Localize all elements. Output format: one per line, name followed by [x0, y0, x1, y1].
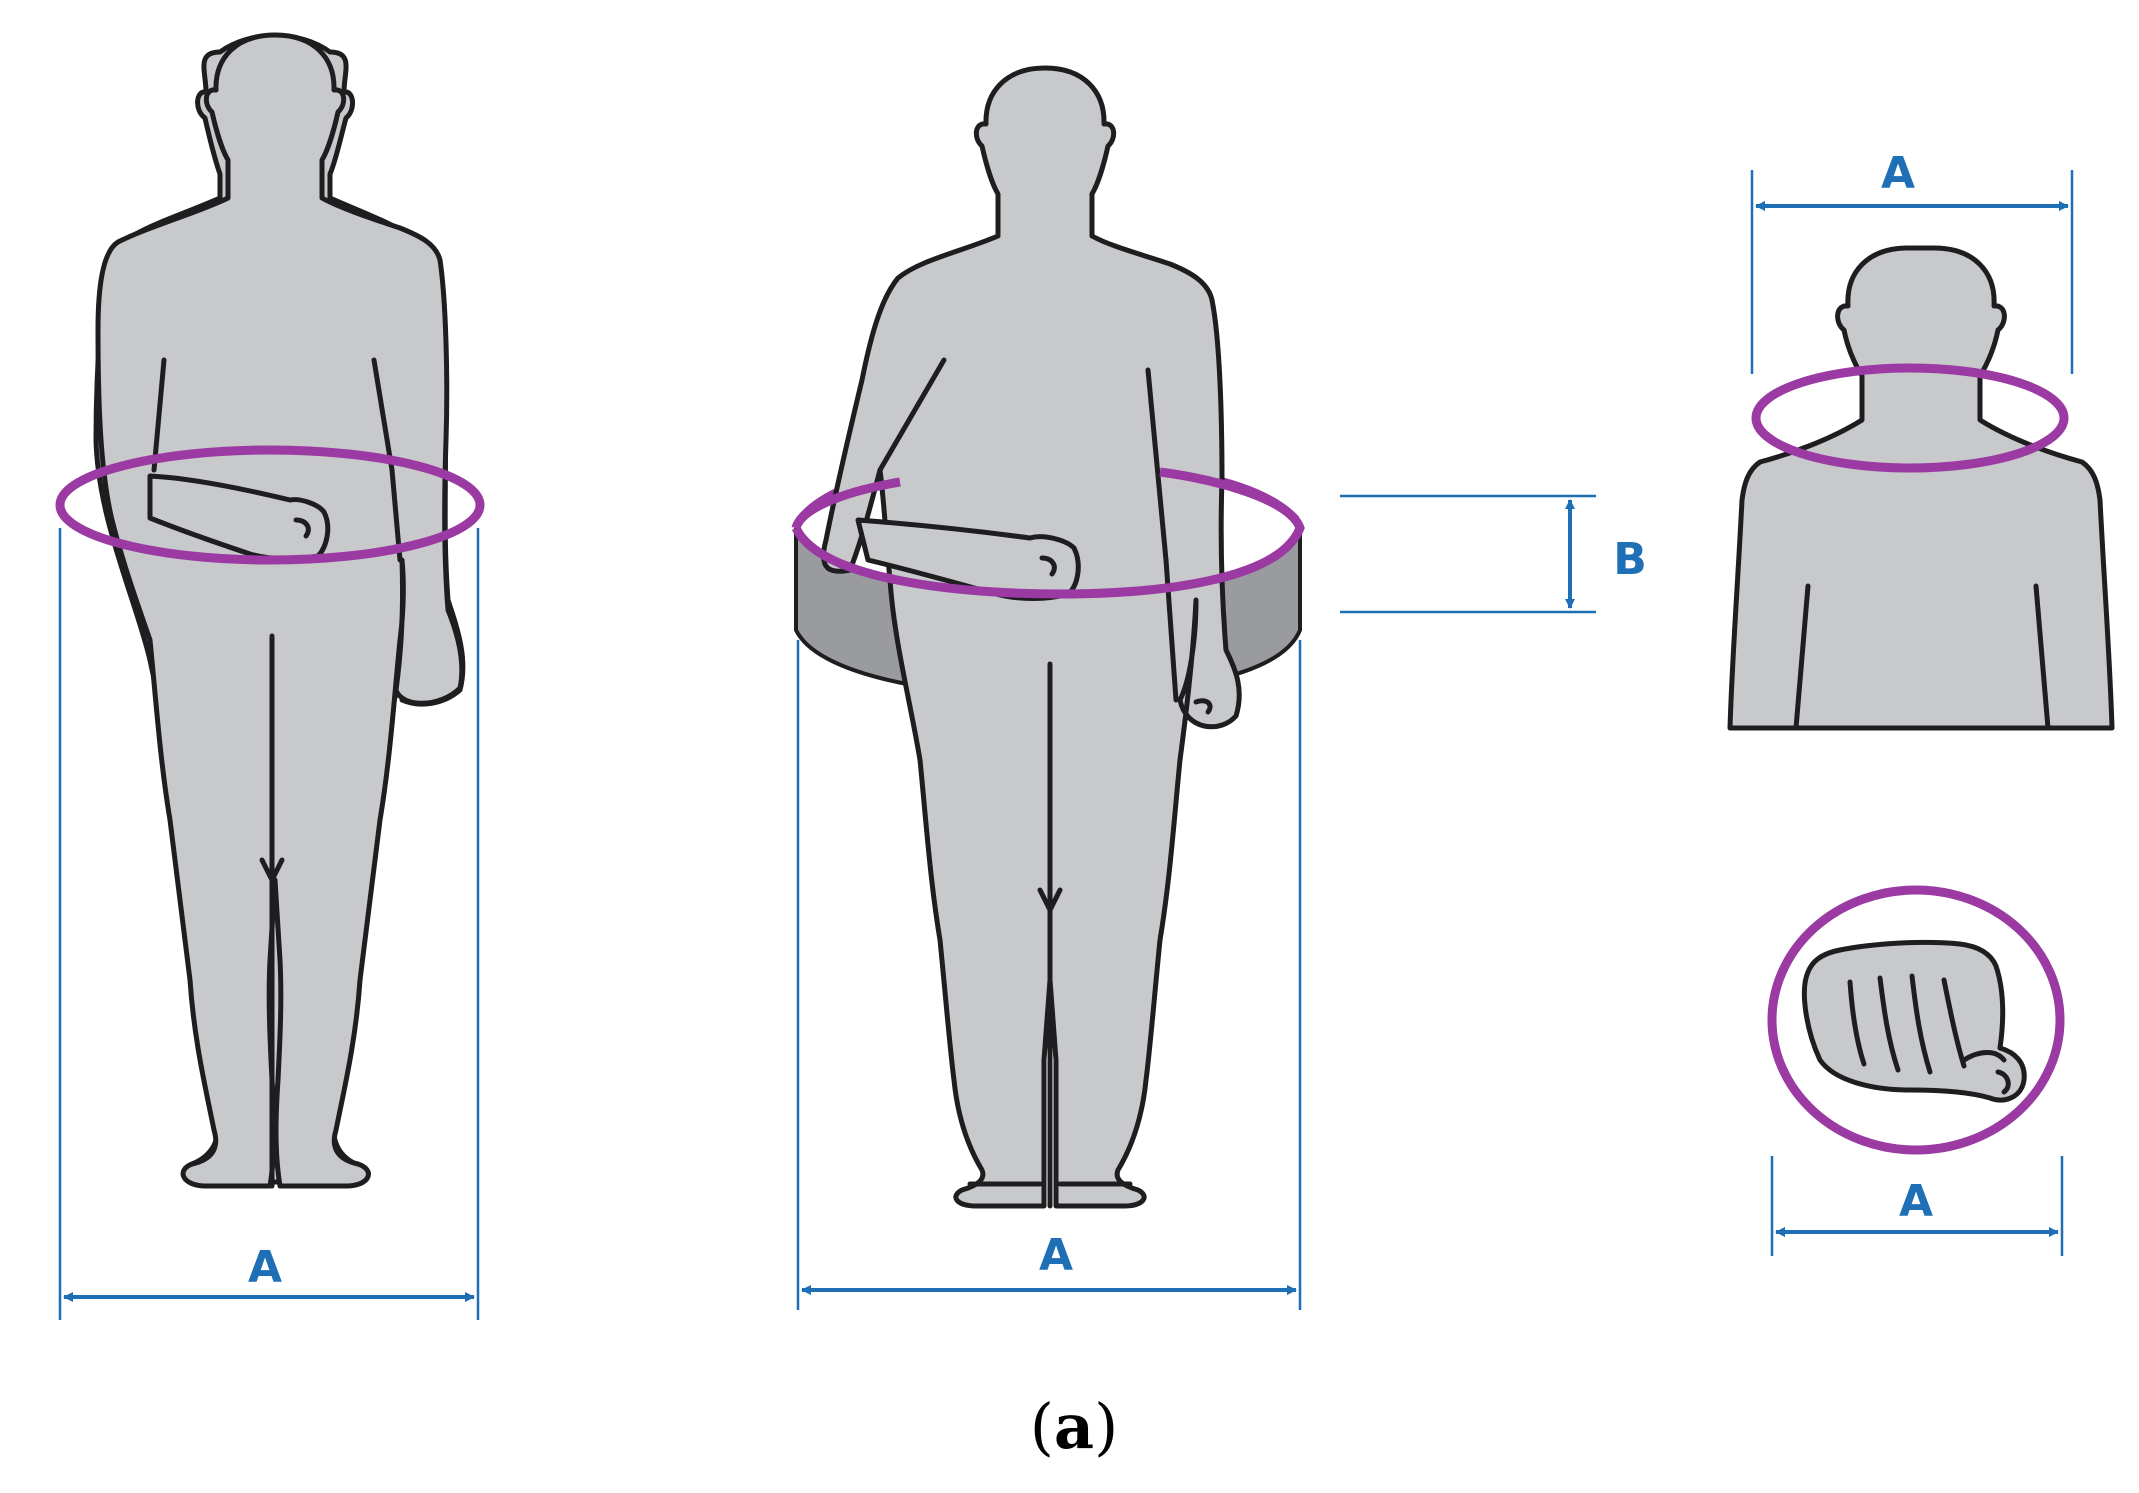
- fist-shape: [1801, 939, 2027, 1103]
- knee-detail: [259, 857, 285, 883]
- neck-dim-label-a: A: [1881, 148, 1915, 199]
- arm-inner-right-2: [1145, 367, 1179, 703]
- fist-detail-2: [1039, 555, 1057, 577]
- fist-measurement-ring: [1767, 885, 2065, 1155]
- left-arm-inner-line: [151, 357, 167, 473]
- upper-arm-line-right: [2033, 583, 2051, 731]
- hand-detail-2: [1193, 698, 1213, 715]
- body-silhouette-2: [821, 65, 1242, 1209]
- dim-label-a: A: [248, 1242, 282, 1293]
- forearm-across-body: [147, 473, 331, 562]
- fist-thumbnail: [1995, 1069, 2011, 1095]
- knee-detail-2: [1037, 887, 1063, 913]
- upper-body-silhouette: [1727, 245, 2115, 731]
- arm-inner-left-2: [877, 357, 947, 473]
- fist-finger-line-4: [1941, 977, 1967, 1069]
- fist-dim-label-a: A: [1899, 1176, 1933, 1227]
- fist-detail: [293, 517, 311, 539]
- caption-open-paren: (: [1030, 1390, 1054, 1463]
- upper-arm-line-left: [1793, 583, 1811, 731]
- fist-finger-line-2: [1877, 975, 1901, 1073]
- forearm-across-body-2: [855, 517, 1081, 601]
- body-silhouette-main: [95, 32, 465, 1189]
- fist-finger-line-3: [1909, 973, 1933, 1075]
- figure-full-body-waist: A: [55, 32, 485, 1320]
- figure-full-body-band: A B: [791, 65, 1647, 1310]
- figure-fist: A: [1767, 885, 2065, 1256]
- fist-thumb-line: [1961, 1050, 2007, 1063]
- caption-close-paren: ): [1094, 1390, 1118, 1463]
- band-ring-front-left: [791, 477, 901, 530]
- figure-caption: (a): [1030, 1390, 1119, 1463]
- band-ring-front: [791, 467, 1305, 599]
- figure-neck: A: [1727, 148, 2115, 731]
- waist-measurement-ring: [55, 445, 485, 565]
- dim-label-a-2: A: [1039, 1230, 1073, 1281]
- right-arm-inner-line: [371, 357, 403, 563]
- dim-label-b: B: [1613, 534, 1647, 585]
- fist-finger-line-1: [1847, 979, 1867, 1067]
- caption-letter: a: [1054, 1390, 1094, 1463]
- neck-measurement-ring: [1751, 363, 2069, 473]
